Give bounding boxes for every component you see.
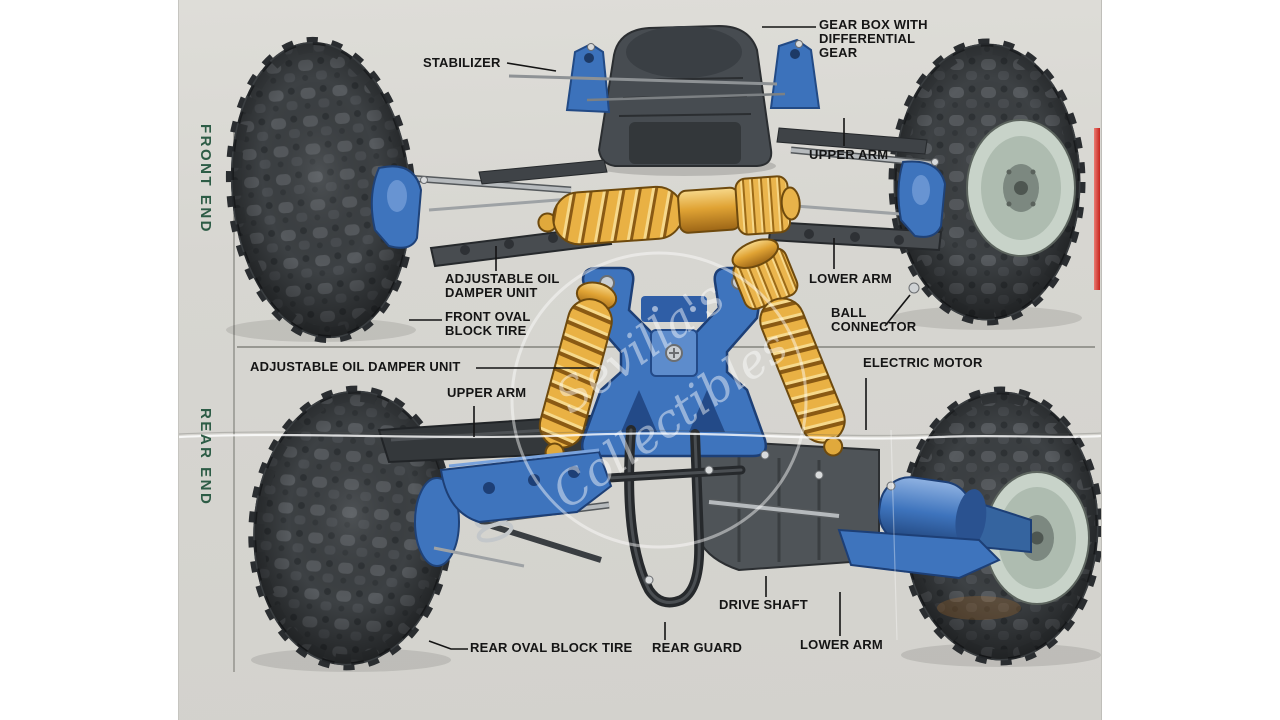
box-edge-red-stripe xyxy=(1094,128,1100,290)
electric-motor-housing xyxy=(878,476,1032,554)
front-end-illustration xyxy=(225,24,1086,344)
fold-crease xyxy=(179,429,1101,641)
label-front-oval-block-tire: FRONT OVAL BLOCK TIRE xyxy=(445,309,531,338)
rear-right-oil-damper xyxy=(731,238,846,457)
rear-shock-tower xyxy=(581,266,767,458)
rear-blue-arms xyxy=(439,448,1001,580)
label-ball-connector: BALL CONNECTOR xyxy=(831,305,917,334)
front-knuckles xyxy=(370,160,947,249)
label-lower-arm-front: LOWER ARM xyxy=(809,271,892,286)
label-rear-oval-block-tire: REAR OVAL BLOCK TIRE xyxy=(470,640,633,655)
front-oil-damper xyxy=(537,175,801,246)
rear-end-illustration xyxy=(248,238,1101,672)
gearbox-with-differential xyxy=(592,24,776,176)
rear-guard-tube xyxy=(604,425,746,608)
front-right-tire xyxy=(888,38,1086,326)
box-art-photo: Sevilla's Collectibles FRONT xyxy=(178,0,1102,720)
rear-screws xyxy=(644,450,824,585)
label-adjustable-oil-damper-rear: ADJUSTABLE OIL DAMPER UNIT xyxy=(250,359,461,374)
label-adjustable-oil-damper-front: ADJUSTABLE OIL DAMPER UNIT xyxy=(445,271,560,300)
front-blue-brackets xyxy=(508,38,821,114)
label-drive-shaft: DRIVE SHAFT xyxy=(719,597,808,612)
label-stabilizer: STABILIZER xyxy=(423,55,501,70)
label-gear-box: GEAR BOX WITH DIFFERENTIAL GEAR xyxy=(819,17,928,60)
label-upper-arm-front: UPPER ARM xyxy=(809,147,889,162)
front-end-section-label: FRONT END xyxy=(197,124,214,234)
front-screws xyxy=(420,40,939,184)
leader-lines xyxy=(409,26,911,650)
label-electric-motor: ELECTRIC MOTOR xyxy=(863,355,983,370)
label-upper-arm-rear: UPPER ARM xyxy=(447,385,527,400)
label-lower-arm-rear: LOWER ARM xyxy=(800,637,883,652)
rear-end-section-label: REAR END xyxy=(197,408,214,507)
label-rear-guard: REAR GUARD xyxy=(652,640,743,655)
diagram-artwork: Sevilla's Collectibles xyxy=(179,24,1101,672)
front-suspension-arms xyxy=(406,127,943,294)
